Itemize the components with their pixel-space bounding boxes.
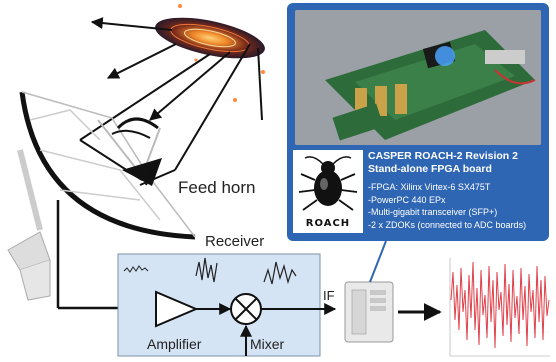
receiver-box — [117, 253, 321, 357]
roach-title: CASPER ROACH-2 Revision 2 Stand-alone FP… — [368, 150, 548, 176]
roach-logo-text: ROACH — [305, 218, 351, 229]
mixed-waveform — [263, 261, 297, 285]
feed-horn-label: Feed horn — [178, 178, 256, 197]
amplifier-label: Amplifier — [147, 336, 202, 352]
roach-spec-item: -PowerPC 440 EPx — [368, 194, 446, 205]
roach-bug-icon — [298, 156, 358, 211]
roach-board-photo — [295, 10, 541, 145]
processing-computer-icon — [344, 281, 394, 343]
receiver-label: Receiver — [205, 233, 265, 250]
roach-spec-item: -2 x ZDOKs (connected to ADC boards) — [368, 219, 527, 230]
if-label: IF — [323, 288, 335, 303]
pointer-to-computer — [369, 240, 387, 283]
dish-antenna — [7, 91, 196, 301]
mixer-symbol — [230, 293, 262, 325]
roach-spec-list: -FPGA: Xilinx Virtex-6 SX475T -PowerPC 4… — [368, 181, 548, 231]
amplified-waveform — [195, 257, 218, 283]
output-plot — [447, 256, 551, 360]
roach-logo: ROACH — [293, 150, 363, 233]
roach-title-line2: Stand-alone FPGA board — [368, 163, 492, 175]
input-waveform — [123, 265, 149, 273]
roach-spec-item: -FPGA: Xilinx Virtex-6 SX475T — [368, 182, 491, 192]
roach-title-line1: CASPER ROACH-2 Revision 2 — [368, 150, 518, 162]
amplifier-symbol — [155, 290, 199, 328]
galaxy-image — [155, 4, 265, 102]
mixer-label: Mixer — [250, 336, 285, 352]
roach-spec-item: -Multi-gigabit transceiver (SFP+) — [368, 207, 498, 217]
